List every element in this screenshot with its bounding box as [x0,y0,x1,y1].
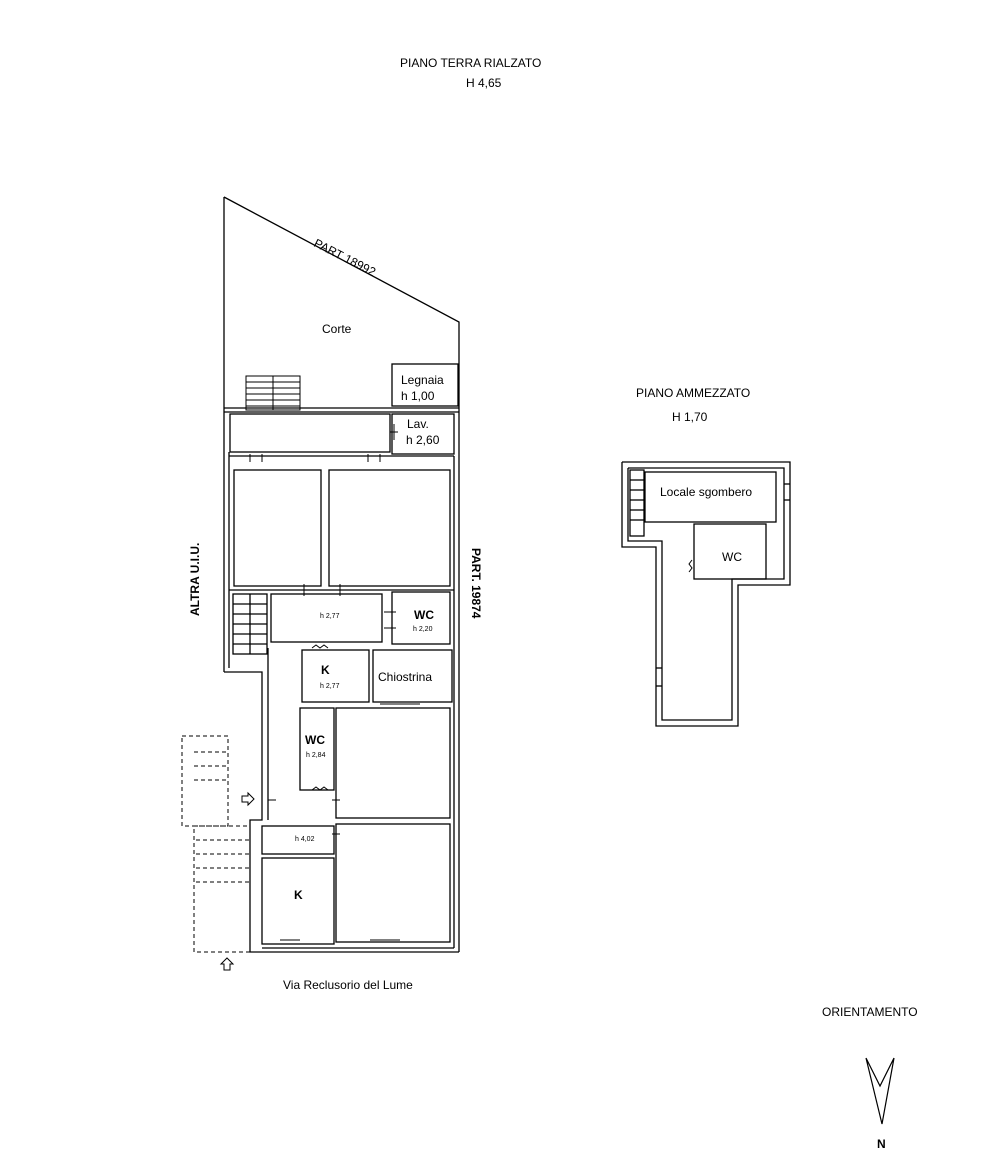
floor-title: PIANO TERRA RIALZATO [400,56,542,70]
room-woodshed-height: h 1,00 [401,389,435,403]
mezzanine-outline [621,461,791,727]
hall-row [232,591,451,655]
hall-height: h 2,77 [320,613,340,620]
room-wc-2: WC [305,733,325,747]
mezzanine-title: PIANO AMMEZZATO [636,386,751,400]
room-lightwell: Chiostrina [378,670,433,684]
corridor-height: h 4,02 [295,836,315,843]
street-label: Via Reclusorio del Lume [283,978,413,992]
room-kitchen-2: K [294,888,303,902]
main-plan-outline [223,196,460,953]
kitchen-row [267,648,453,820]
courtyard-walls [224,363,459,457]
north-arrow-icon [865,1057,895,1125]
orientation-north: N [877,1137,886,1151]
floor-height: H 4,65 [466,76,502,90]
mezzanine-height: H 1,70 [672,410,708,424]
room-wc-1-height: h 2,20 [413,626,433,633]
door-marks [249,424,420,941]
mezzanine-room-wc: WC [722,550,742,564]
entrance-arrow-icon [219,791,255,971]
upper-rooms [229,469,454,591]
courtyard-stairs [245,375,301,411]
room-kitchen-1: K [321,663,330,677]
room-woodshed: Legnaia [401,373,444,387]
room-laundry-height: h 2,60 [406,433,440,447]
boundary-east-label: PART. 19874 [469,548,483,619]
external-stairs [181,735,251,953]
room-wc-2-height: h 2,84 [306,752,326,759]
orientation-label: ORIENTAMENTO [822,1005,918,1019]
boundary-west-label: ALTRA U.I.U. [188,542,202,616]
room-courtyard: Corte [322,322,352,336]
room-kitchen-1-height: h 2,77 [320,683,340,690]
lower-middle-rooms [261,707,451,945]
mezzanine-room-storage: Locale sgombero [660,485,753,499]
room-laundry: Lav. [407,417,429,431]
room-wc-1: WC [414,608,434,622]
